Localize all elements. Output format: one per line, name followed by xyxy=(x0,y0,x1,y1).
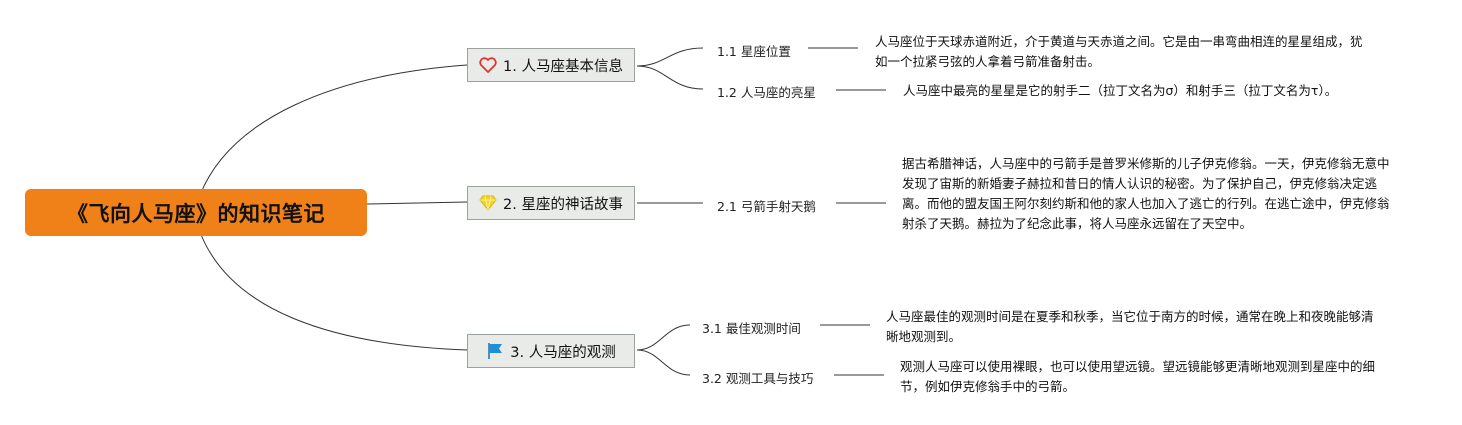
diamond-icon xyxy=(479,194,497,212)
note-archer: 据古希腊神话，人马座中的弓箭手是普罗米修斯的儿子伊克修翁。一天，伊克修翁无意中发… xyxy=(902,156,1390,231)
branch-observation[interactable]: 3. 人马座的观测 xyxy=(467,334,635,368)
subtopic-best-time[interactable]: 3.1 最佳观测时间 xyxy=(702,321,801,336)
subtopic-position[interactable]: 1.1 星座位置 xyxy=(717,44,791,59)
subtopic-bright-stars[interactable]: 1.2 人马座的亮星 xyxy=(717,85,816,100)
root-topic[interactable]: 《飞向人马座》的知识笔记 xyxy=(25,189,367,236)
note-best-time: 人马座最佳的观测时间是在夏季和秋季，当它位于南方的时候，通常在晚上和夜晚能够清晰… xyxy=(886,309,1374,344)
flag-icon xyxy=(486,342,504,360)
note-position: 人马座位于天球赤道附近，介于黄道与天赤道之间。它是由一串弯曲相连的星星组成，犹如… xyxy=(875,34,1363,69)
branch-label: 3. 人马座的观测 xyxy=(510,344,616,361)
subtopic-tools[interactable]: 3.2 观测工具与技巧 xyxy=(702,371,814,386)
note-tools: 观测人马座可以使用裸眼，也可以使用望远镜。望远镜能够更清晰地观测到星座中的细节，… xyxy=(900,359,1376,394)
subtopic-archer[interactable]: 2.1 弓箭手射天鹅 xyxy=(717,199,816,214)
note-bright-stars: 人马座中最亮的星星是它的射手二（拉丁文名为σ）和射手三（拉丁文名为τ）。 xyxy=(903,83,1338,98)
branch-basic-info[interactable]: 1. 人马座基本信息 xyxy=(467,48,635,82)
root-title: 《飞向人马座》的知识笔记 xyxy=(67,201,325,226)
branch-label: 2. 星座的神话故事 xyxy=(503,196,623,213)
branch-label: 1. 人马座基本信息 xyxy=(503,58,623,75)
branch-myth[interactable]: 2. 星座的神话故事 xyxy=(467,186,635,220)
heart-icon xyxy=(479,56,497,74)
